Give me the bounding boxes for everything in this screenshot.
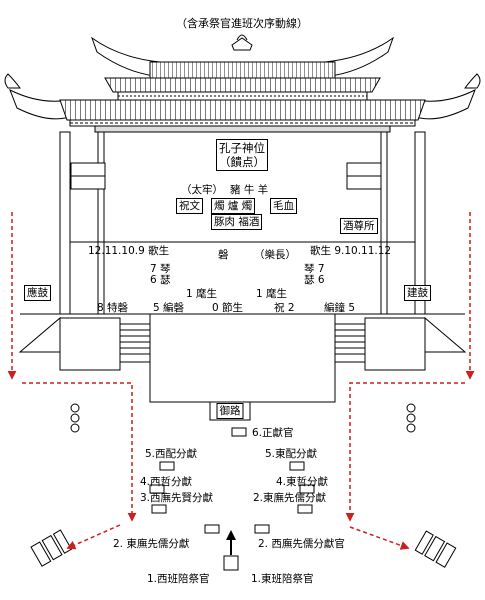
- imperial-path: 御路: [216, 403, 244, 419]
- dong-xian-ru-fen-xian: 2.東廡先儒分獻: [253, 492, 327, 504]
- bian-qing: 5 編磬: [153, 302, 185, 314]
- diagram-caption: （含承祭官進班次序動線）: [176, 17, 308, 30]
- xi-pei-fen-xian: 5.西配分獻: [145, 448, 198, 460]
- zhu-label: 祝 2: [274, 302, 295, 314]
- xi-zhe-fen-xian: 4.西哲分獻: [140, 476, 193, 488]
- offering-pork-wine: 豚肉 福酒: [211, 214, 263, 230]
- music-leader: （樂長）: [254, 249, 296, 261]
- confucius-tablet: 孔子神位 （饋点）: [216, 139, 268, 171]
- xi-ban-pei-ji-guan: 1.西班陪祭官: [147, 573, 210, 585]
- offering-hair-blood: 毛血: [270, 198, 297, 214]
- dong-pei-fen-xian: 5.東配分獻: [265, 448, 318, 460]
- qin-left: 7 琴: [150, 263, 171, 275]
- qin-right: 琴 7: [304, 263, 325, 275]
- jian-drum: 建鼓: [404, 285, 431, 301]
- tai-lao-label: （太牢）: [181, 184, 223, 196]
- dong-ban-pei-ji-guan: 1.東班陪祭官: [251, 573, 314, 585]
- animal-offerings: 豬 牛 羊: [230, 184, 269, 196]
- offering-zhuwen: 祝文: [176, 198, 203, 214]
- dong-xian-ru-official: 2. 東廡先儒分獻: [113, 538, 190, 550]
- temple-roof: [4, 34, 481, 133]
- tablet-title: 孔子神位: [219, 141, 265, 155]
- tablet-subtitle: （饋点）: [219, 155, 265, 169]
- singers-right: 歌生 9.10.11.12: [310, 245, 392, 257]
- zheng-xian-guan: 6.正獻官: [252, 427, 294, 439]
- dong-zhe-fen-xian: 4.東哲分獻: [276, 476, 329, 488]
- se-right: 瑟 6: [304, 274, 325, 286]
- ying-drum: 應鼓: [24, 285, 51, 301]
- te-qing: 8 特磬: [97, 302, 129, 314]
- se-left: 6 瑟: [150, 274, 171, 286]
- hui-sheng-right: 1 麾生: [256, 288, 288, 300]
- offering-candles-burner: 燭 爐 燭: [211, 198, 256, 214]
- procession-routes: [7, 212, 475, 550]
- xi-xian-xian-fen-xian: 3.西廡先賢分獻: [140, 492, 214, 504]
- fixtures: [30, 403, 457, 571]
- bian-zhong: 編鐘 5: [324, 302, 356, 314]
- qing-label: 磬: [218, 249, 229, 261]
- xi-xian-ru-official: 2. 西廡先儒分獻官: [258, 538, 345, 550]
- hui-sheng-left: 1 麾生: [186, 288, 218, 300]
- platform: [18, 313, 467, 421]
- wine-vessel-room: 酒尊所: [340, 218, 378, 234]
- jie-sheng: 0 節生: [212, 302, 244, 314]
- singers-left: 12.11.10.9 歌生: [88, 245, 170, 257]
